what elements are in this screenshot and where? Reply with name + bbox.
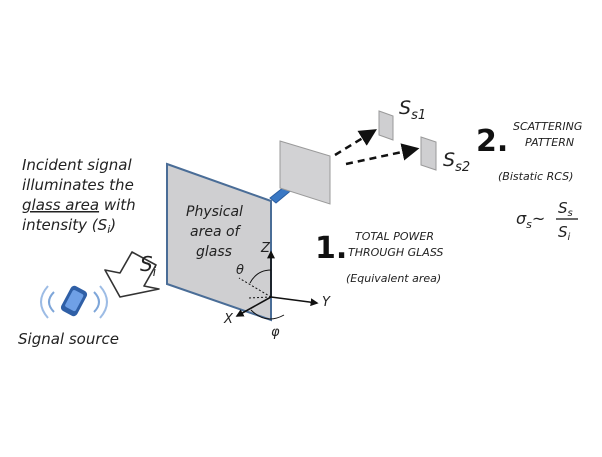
incident-line-2: illuminates the [22,176,134,194]
theta-arc [249,269,272,284]
scatter-label-s1-sub: s1 [411,108,426,123]
step-2-note: (Bistatic RCS) [498,170,573,183]
formula-denominator-base: S [558,223,568,241]
step-1-line-1: TOTAL POWER [355,230,434,243]
scatter-arrow-2 [345,143,420,166]
formula-tilde: ~ [532,209,545,228]
scatter-panel-2 [420,136,437,171]
z-axis-label: Z [260,241,271,256]
scatter-label-s2-base: S [443,149,455,171]
formula-sigma: σs~ [516,209,545,231]
glass-label-1: Physical [186,204,243,220]
glass-area-underlined: glass area [22,196,99,214]
incident-line-1: Incident signal [22,156,132,174]
coordinate-axes: Z Y X θ φ [223,241,331,340]
incident-line-4-sub: i [107,223,110,236]
formula-numerator-base: S [558,199,568,217]
step-1-line-2: THROUGH GLASS [348,246,443,259]
step-1-note: (Equivalent area) [346,272,441,285]
scatter-label-s2: Ss2 [443,149,470,175]
formula-denominator-sub: i [568,232,571,243]
formula-numerator: Ss [558,199,573,219]
scatter-label-s2-sub: s2 [455,160,470,175]
formula-sigma-sub: s [526,218,532,231]
incident-line-3-rest: with [99,196,136,214]
scatter-label-s1-base: S [399,97,411,119]
theta-label: θ [236,263,244,278]
step-2-line-2: PATTERN [525,136,574,149]
incident-arrow [104,251,160,298]
rcs-formula: σs~ Ss Si [516,199,578,243]
incident-arrow-label-base: S [140,252,153,276]
formula-denominator: Si [558,223,571,243]
y-axis [270,296,319,307]
scatter-label-s1: Ss1 [399,97,426,123]
step-2-number: 2. [476,124,508,159]
scatter-panel-1 [378,110,394,141]
incident-text: Incident signal illuminates the glass ar… [22,156,136,236]
incident-arrow-label: Si [140,252,157,279]
transmitted-panel [279,140,331,205]
phi-label: φ [271,325,280,340]
scatter-arrow-1 [334,129,377,157]
formula-numerator-sub: s [568,208,573,219]
signal-source-label: Signal source [18,330,119,348]
y-axis-label: Y [322,295,331,310]
formula-sigma-base: σ [516,209,527,228]
incident-line-4: intensity (Si) [22,216,116,236]
glass-panel [166,162,272,322]
incident-arrow-label-sub: i [153,265,157,279]
glass-label-3: glass [196,244,232,260]
incident-line-3: glass area with [22,196,136,214]
incident-line-4-text: intensity (S [22,216,108,234]
x-axis [235,296,272,317]
step-2-line-1: SCATTERING [513,120,582,133]
phi-arc [250,309,285,320]
step-1-number: 1. [315,231,347,266]
glass-label-2: area of [190,224,242,240]
x-axis-label: X [223,312,234,327]
phone-signal-icon [40,285,108,319]
